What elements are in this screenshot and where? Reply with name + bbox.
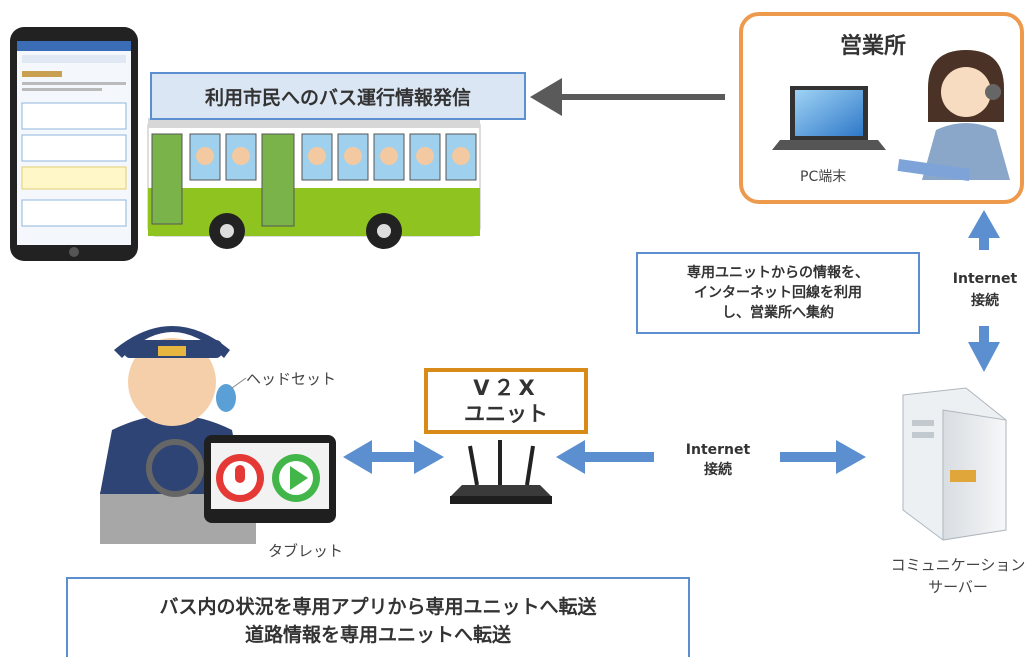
pc-label: PC端末	[800, 169, 847, 185]
internet-note-line1: 専用ユニットからの情報を、	[687, 265, 869, 281]
router-illustration	[450, 440, 552, 504]
internet-note-line2: インターネット回線を利用	[694, 285, 862, 301]
server-illustration	[902, 387, 1007, 541]
tablet-illustration	[204, 435, 336, 523]
internet-horizontal-label: Internet 接続	[662, 440, 774, 480]
bottom-line2: 道路情報を専用ユニットへ転送	[244, 624, 511, 646]
internet-note-box: 専用ユニットからの情報を、 インターネット回線を利用 し、営業所へ集約	[636, 252, 920, 334]
internet-vertical-line1: Internet	[952, 271, 1018, 287]
arrow-tablet-v2x	[343, 440, 444, 474]
office-title: 営業所	[840, 34, 907, 59]
bottom-info-box: バス内の状況を専用アプリから専用ユニットへ転送 道路情報を専用ユニットへ転送	[66, 577, 690, 657]
internet-vertical-line2: 接続	[971, 293, 999, 309]
internet-vertical-label: Internet 接続	[944, 268, 1026, 312]
v2x-line2: ユニット	[464, 402, 548, 426]
server-label-line1: コミュニケーション	[890, 556, 1026, 574]
arrow-v2x-server	[556, 440, 866, 474]
v2x-line1: V２X	[473, 376, 539, 400]
citizen-info-text: 利用市民へのバス運行情報発信	[204, 86, 471, 109]
arrow-office-server	[968, 210, 1000, 372]
laptop-illustration	[772, 86, 886, 150]
server-label: コミュニケーション サーバー	[888, 554, 1028, 598]
internet-horizontal-line1: Internet	[685, 442, 751, 458]
citizen-info-box: 利用市民へのバス運行情報発信	[150, 72, 526, 120]
v2x-box: V２X ユニット	[424, 368, 588, 434]
arrow-office-to-citizen	[530, 78, 725, 116]
headset-label: ヘッドセット	[246, 370, 337, 388]
server-label-line2: サーバー	[928, 578, 988, 596]
internet-horizontal-line2: 接続	[704, 462, 732, 478]
bottom-line1: バス内の状況を専用アプリから専用ユニットへ転送	[159, 596, 597, 618]
smartphone-illustration	[10, 27, 138, 261]
headset-pointer	[231, 377, 247, 389]
bus-illustration	[147, 117, 481, 249]
tablet-label: タブレット	[268, 542, 344, 560]
operator-illustration	[897, 50, 1010, 181]
internet-note-line3: し、営業所へ集約	[722, 305, 834, 321]
